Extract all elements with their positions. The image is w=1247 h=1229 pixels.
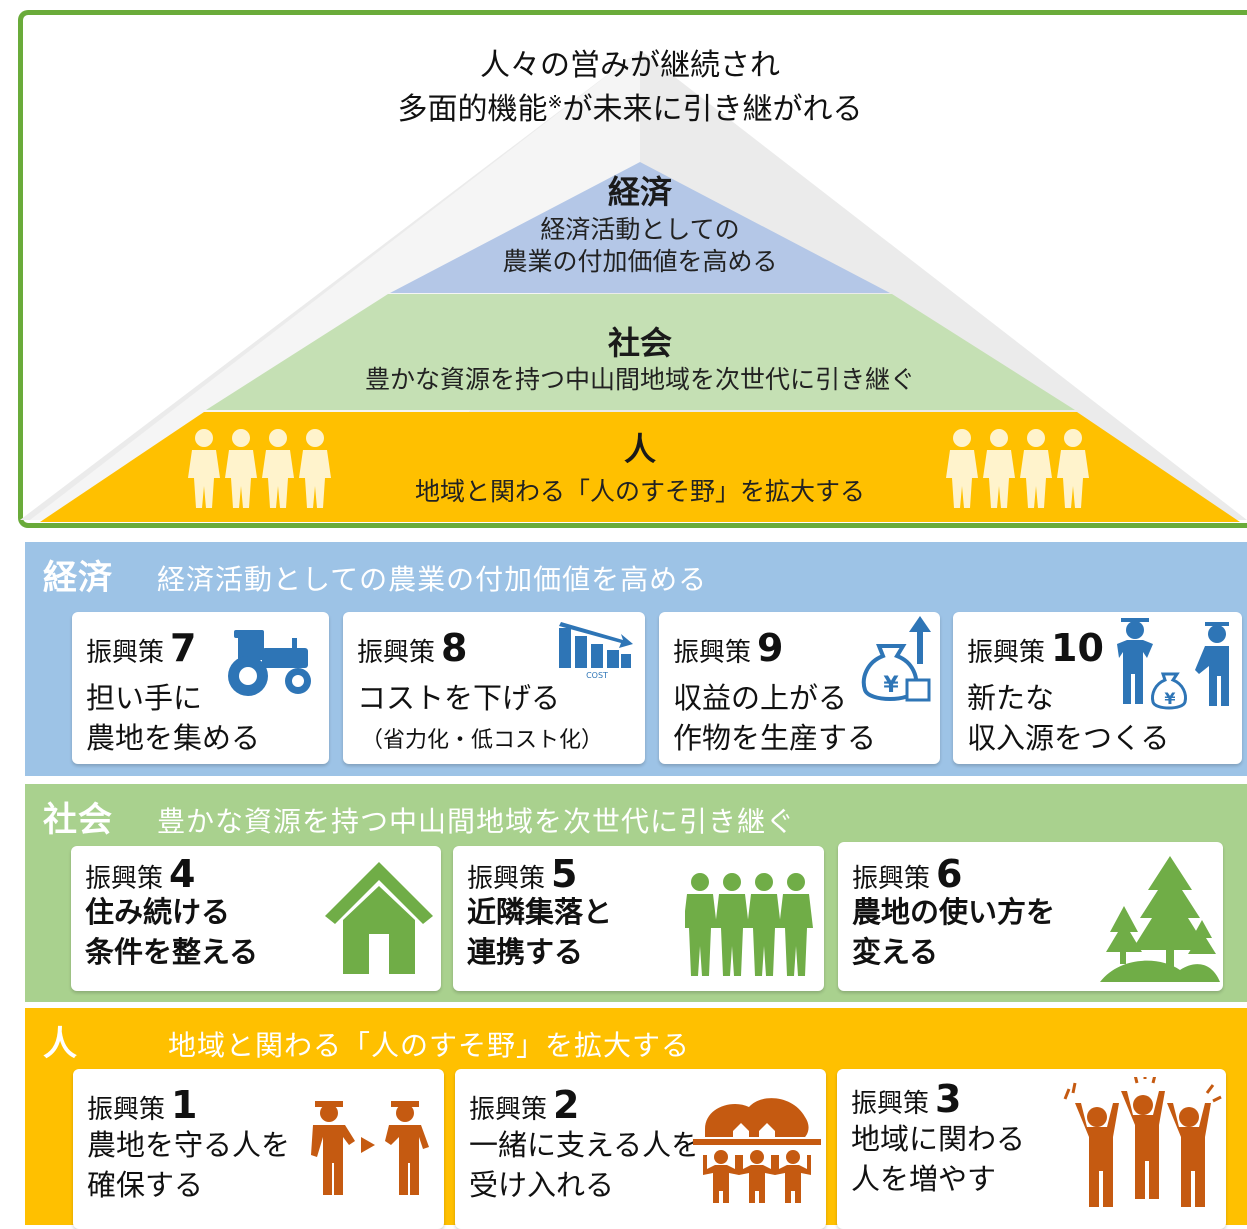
measure-line-1: 住み続ける: [85, 895, 231, 929]
section-society-text: 豊かな資源を持つ中山間地域を次世代に引き継ぐ: [157, 805, 796, 838]
svg-text:¥: ¥: [883, 673, 899, 698]
pyramid-people-right-icon: [946, 429, 1089, 508]
goal-line-1: 人々の営みが継続され: [480, 48, 780, 83]
section-people-text: 地域と関わる「人のすそ野」を拡大する: [168, 1029, 691, 1062]
measure-line-1: 農地を守る人を: [87, 1128, 291, 1162]
measure-prefix: 振興策: [852, 864, 931, 894]
section-people-key: 人: [43, 1024, 78, 1064]
cost-down-chart-icon: COST: [559, 622, 633, 680]
measure-prefix: 振興策: [357, 638, 436, 668]
measure-note: （省力化・低コスト化）: [361, 728, 604, 753]
measure-line-1: 近隣集落と: [467, 895, 613, 929]
measure-line-1: 収益の上がる: [673, 681, 848, 715]
measure-prefix: 振興策: [467, 864, 546, 894]
measure-line-2: 作物を生産する: [673, 721, 877, 755]
svg-text:¥: ¥: [1164, 689, 1175, 708]
cost-label: COST: [586, 671, 608, 680]
measure-line-2: 収入源をつくる: [967, 721, 1170, 755]
measure-line-1: 新たな: [967, 681, 1055, 715]
pyramid-frame: [18, 10, 1247, 528]
measure-line-1: 農地の使い方を: [852, 895, 1056, 929]
people-money-icon: ¥: [1117, 618, 1229, 710]
measure-prefix: 振興策: [967, 638, 1046, 668]
section-economy-header: 経済 経済活動としての農業の付加価値を高める: [43, 550, 707, 599]
tier-people-desc: 地域と関わる「人のすそ野」を拡大する: [414, 477, 865, 506]
house-icon: [325, 862, 433, 974]
measure-line-2: 受け入れる: [469, 1168, 615, 1202]
pyramid-tier-society: [206, 294, 1075, 410]
section-society-key: 社会: [43, 800, 113, 840]
measure-line-2: 農地を集める: [86, 721, 261, 755]
section-economy-text: 経済活動としての農業の付加価値を高める: [157, 563, 708, 596]
measure-number: 9: [757, 626, 784, 670]
measure-line-2: 条件を整える: [85, 935, 259, 969]
measure-number: 2: [553, 1083, 580, 1127]
measure-line-1: 担い手に: [86, 681, 203, 715]
section-economy-key: 経済: [43, 558, 113, 598]
measure-prefix: 振興策: [673, 638, 752, 668]
measure-prefix: 振興策: [85, 864, 164, 894]
section-society-header: 社会 豊かな資源を持つ中山間地域を次世代に引き継ぐ: [43, 792, 795, 841]
measure-number: 4: [169, 852, 196, 896]
tier-economy-desc-1: 経済活動としての: [540, 215, 740, 244]
pyramid-tier-economy: [390, 162, 890, 293]
measure-line-2: 変える: [852, 935, 939, 969]
tier-society-desc: 豊かな資源を持つ中山間地域を次世代に引き継ぐ: [364, 365, 915, 394]
measure-line-1: 一緒に支える人を: [469, 1128, 701, 1162]
cheering-people-icon: [1063, 1077, 1222, 1207]
measure-number: 5: [551, 852, 578, 896]
goal-line-2: 多面的機能※が未来に引き継がれる: [397, 92, 863, 127]
pyramid-people-left-icon: [188, 429, 331, 508]
tractor-icon: [228, 630, 311, 696]
handover-people-icon: [311, 1101, 429, 1195]
tier-society-title: 社会: [607, 324, 672, 362]
measure-number: 7: [170, 626, 197, 670]
measure-line-1: 地域に関わる: [851, 1122, 1026, 1156]
measure-prefix: 振興策: [86, 638, 165, 668]
measure-number: 3: [935, 1077, 962, 1121]
measure-number: 8: [441, 626, 468, 670]
measure-prefix: 振興策: [851, 1089, 930, 1119]
section-people-header: 人 地域と関わる「人のすそ野」を拡大する: [43, 1016, 690, 1065]
measure-line-2: 連携する: [467, 935, 584, 969]
forest-icon: [1100, 856, 1220, 982]
measure-prefix: 振興策: [87, 1095, 166, 1125]
money-bag-up-icon: ¥: [861, 616, 931, 702]
measure-line-2: 人を増やす: [851, 1162, 997, 1196]
measure-line-2: 確保する: [87, 1168, 204, 1202]
group-people-icon: [685, 873, 813, 976]
tier-economy-desc-2: 農業の付加価値を高める: [502, 247, 778, 276]
tier-economy-title: 経済: [607, 173, 672, 211]
measure-line-1: コストを下げる: [357, 681, 561, 715]
tier-people-title: 人: [623, 430, 656, 468]
measure-prefix: 振興策: [469, 1095, 548, 1125]
measure-number: 10: [1051, 626, 1104, 670]
pyramid-graphic: [20, 50, 1247, 522]
supporting-people-icon: [693, 1098, 821, 1203]
pyramid-tier-people: [40, 412, 1240, 522]
measure-number: 1: [171, 1083, 198, 1127]
measure-number: 6: [936, 852, 963, 896]
